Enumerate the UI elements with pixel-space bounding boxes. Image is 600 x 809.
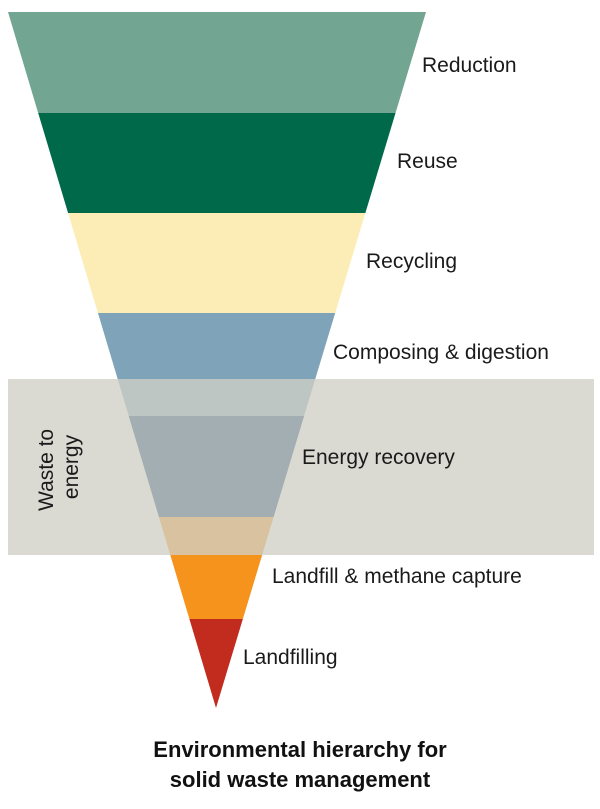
tier-label-recycling: Recycling [366, 250, 457, 273]
tier-reduction [8, 12, 426, 113]
tier-reuse [38, 113, 396, 213]
tier-label-energy-recovery: Energy recovery [302, 446, 455, 469]
caption-line-1: Environmental hierarchy for [153, 737, 447, 762]
tier-label-composing-digestion: Composing & digestion [333, 341, 549, 364]
diagram-caption: Environmental hierarchy for solid waste … [0, 735, 600, 795]
waste-to-energy-label: Waste to energy [35, 423, 83, 511]
waste-to-energy-band [8, 379, 594, 555]
tier-label-landfill-methane-capture: Landfill & methane capture [272, 565, 522, 588]
caption-line-2: solid waste management [169, 767, 431, 792]
tier-landfilling [189, 619, 243, 708]
waste-hierarchy-diagram: Waste to energy ReductionReuseRecyclingC… [8, 12, 594, 708]
tier-recycling [68, 213, 366, 313]
tier-label-reduction: Reduction [422, 54, 517, 77]
tier-label-landfilling: Landfilling [243, 646, 338, 669]
tier-label-reuse: Reuse [397, 150, 458, 173]
